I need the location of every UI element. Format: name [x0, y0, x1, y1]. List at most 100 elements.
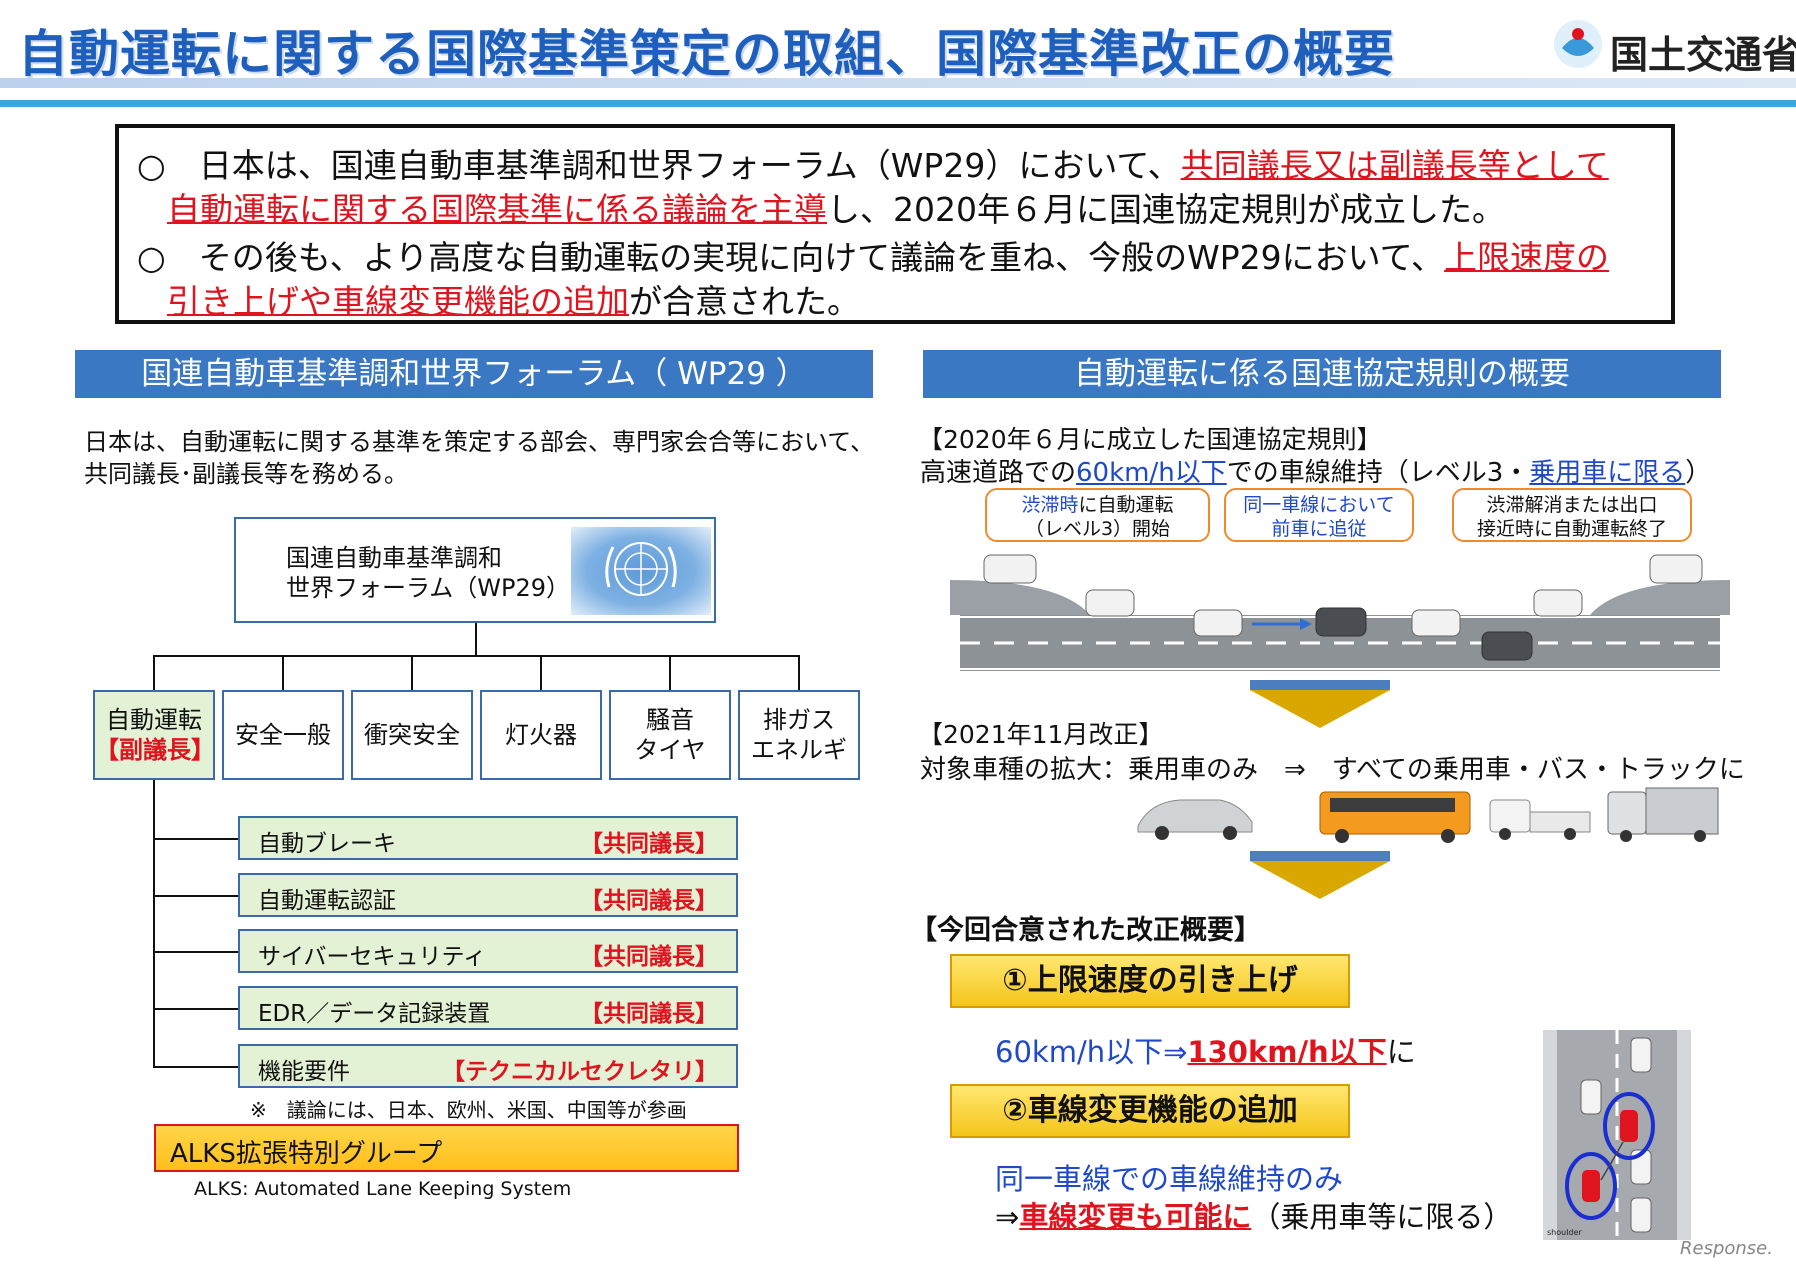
- lane-keep-only: 同一車線での車線維持のみ: [995, 1156, 1343, 1198]
- category-label: エネルギ: [751, 736, 847, 764]
- item-speed-increase: ①上限速度の引き上げ: [950, 954, 1350, 1008]
- regulation-section-header: 自動運転に係る国連協定規則の概要: [923, 350, 1721, 398]
- callout-follow: 同一車線において 前車に追従: [1224, 488, 1414, 542]
- summary-line-3: ○ その後も、より高度な自動運転の実現に向けて議論を重ね、今般のWP29において…: [137, 236, 1609, 280]
- speed-old: 60km/h以下⇒: [995, 1035, 1188, 1069]
- wp29-intro-line-1: 日本は、自動運転に関する基準を策定する部会、専門家会合等において、: [84, 428, 875, 456]
- reg2020-scope: 乗用車に限る: [1529, 458, 1686, 488]
- on-ramp: [950, 580, 1090, 615]
- subgroup-label: サイバーセキュリティ: [258, 944, 487, 970]
- flow-arrow-icon: [1250, 690, 1390, 728]
- subgroup-role: 【共同議長】: [580, 831, 718, 857]
- category-label: 排ガス: [763, 706, 835, 734]
- lane-old: 同一車線での車線維持のみ: [995, 1162, 1344, 1196]
- alks-group-label: ALKS拡張特別グループ: [170, 1139, 443, 1169]
- subgroup-label: 機能要件: [258, 1059, 350, 1085]
- subgroup-label: 自動ブレーキ: [258, 831, 396, 857]
- summary-highlight: 自動運転に関する国際基準に係る議論を主導: [167, 190, 827, 229]
- summary-line-4: 引き上げや車線変更機能の追加が合意された。: [167, 280, 860, 324]
- category-emissions-energy: 排ガス エネルギ: [738, 690, 860, 780]
- wp29-box-text: 国連自動車基準調和 世界フォーラム（WP29）: [286, 543, 570, 603]
- page-title: 自動運転に関する国際基準策定の取組、国際基準改正の概要: [18, 25, 1395, 83]
- summary-highlight: 共同議長又は副議長等として: [1180, 146, 1609, 185]
- connector-line: [153, 1066, 238, 1068]
- callout-text: （レベル3）開始: [1024, 518, 1171, 540]
- flow-arrow-bar: [1250, 851, 1390, 861]
- passenger-car-icon: [1137, 799, 1253, 833]
- reg2020-description: 高速道路での60km/h以下での車線維持（レベル3・乗用車に限る）: [920, 452, 1711, 489]
- un-emblem-icon: [571, 527, 711, 615]
- lane-change-enabled: ⇒車線変更も可能に（乗用車等に限る）: [995, 1194, 1512, 1236]
- subgroup-role: 【共同議長】: [580, 888, 718, 914]
- subgroup-label: 自動運転認証: [258, 888, 396, 914]
- category-label: 自動運転: [106, 706, 202, 734]
- summary-text: が合意された。: [629, 282, 860, 321]
- category-crash-safety: 衝突安全: [351, 690, 473, 780]
- speed-suffix: に: [1386, 1035, 1416, 1069]
- callout-text: 同一車線において: [1243, 494, 1395, 516]
- summary-box: ○ 日本は、国連自動車基準調和世界フォーラム（WP29）において、共同議長又は副…: [115, 124, 1675, 324]
- summary-text: ○ 日本は、国連自動車基準調和世界フォーラム（WP29）において、: [137, 146, 1181, 185]
- subgroup-ad-certification: 自動運転認証 【共同議長】: [238, 873, 738, 917]
- subgroup-label: EDR／データ記録装置: [258, 1001, 491, 1027]
- category-label: 衝突安全: [364, 721, 460, 749]
- category-label: タイヤ: [634, 736, 706, 764]
- watermark: Response.: [1680, 1238, 1773, 1259]
- wp29-box: 国連自動車基準調和 世界フォーラム（WP29）: [234, 517, 716, 623]
- summary-highlight: 上限速度の: [1444, 238, 1610, 277]
- highway-illustration: [950, 554, 1730, 671]
- connector-line: [411, 655, 413, 690]
- lane-new: 車線変更も可能に: [1019, 1200, 1252, 1234]
- title-underline-light: [0, 78, 1796, 88]
- rev2021-title: 【2021年11月改正】: [918, 720, 1164, 749]
- category-noise-tyres: 騒音 タイヤ: [609, 690, 731, 780]
- connector-line: [540, 655, 542, 690]
- lane-change-illustration: shoulder: [1543, 1030, 1691, 1240]
- summary-highlight: 引き上げや車線変更機能の追加: [167, 282, 629, 321]
- summary-line-1: ○ 日本は、国連自動車基準調和世界フォーラム（WP29）において、共同議長又は副…: [137, 144, 1609, 188]
- wp29-section-header: 国連自動車基準調和世界フォーラム（ WP29 ）: [75, 350, 873, 398]
- lane-scope: （乗用車等に限る）: [1251, 1200, 1513, 1234]
- category-label: 灯火器: [505, 721, 577, 749]
- flow-arrow-bar: [1250, 680, 1390, 690]
- callout-start: 渋滞時に自動運転 （レベル3）開始: [985, 488, 1210, 542]
- callout-text: 前車に追従: [1271, 518, 1367, 540]
- large-truck-icon: [1607, 791, 1647, 835]
- participation-note: ※ 議論には、日本、欧州、米国、中国等が参画: [250, 1098, 687, 1122]
- ministry-logo-icon: [1554, 20, 1602, 68]
- flow-arrow-icon: [1250, 861, 1390, 899]
- lane-arrow: ⇒: [995, 1200, 1020, 1234]
- connector-line: [153, 655, 800, 657]
- summary-line-2: 自動運転に関する国際基準に係る議論を主導し、2020年６月に国連協定規則が成立し…: [167, 188, 1505, 232]
- alks-group-box: ALKS拡張特別グループ: [154, 1124, 739, 1172]
- category-lighting: 灯火器: [480, 690, 602, 780]
- subgroup-role: 【テクニカルセクレタリ】: [442, 1059, 718, 1085]
- connector-line: [282, 655, 284, 690]
- subgroup-role: 【共同議長】: [580, 1001, 718, 1027]
- subgroup-functional-requirements: 機能要件 【テクニカルセクレタリ】: [238, 1044, 738, 1088]
- category-label: 騒音: [646, 706, 694, 734]
- summary-text: ○ その後も、より高度な自動運転の実現に向けて議論を重ね、今般のWP29において…: [137, 238, 1445, 277]
- reg2020-speed: 60km/h以下: [1076, 458, 1227, 488]
- callout-text: 渋滞解消または出口: [1486, 494, 1658, 516]
- small-truck-icon: [1489, 799, 1531, 833]
- summary-text: し、2020年６月に国連協定規則が成立した。: [827, 190, 1505, 229]
- vehicle-illustrations: [1137, 787, 1719, 843]
- rev2021-text: 対象車種の拡大：乗用車のみ ⇒ すべての乗用車・バス・トラックに: [920, 755, 1745, 785]
- reg2020-text: 高速道路での: [920, 458, 1077, 488]
- connector-line: [475, 623, 477, 656]
- shoulder-label: shoulder: [1547, 1228, 1582, 1237]
- connector-line: [153, 655, 155, 690]
- reg2020-text: ）: [1685, 458, 1712, 488]
- wp29-intro-line-2: 共同議長･副議長等を務める。: [84, 460, 408, 488]
- reg2020-title: 【2020年６月に成立した国連協定規則】: [918, 425, 1382, 454]
- wp29-line-2: 世界フォーラム（WP29）: [286, 574, 571, 602]
- alks-definition: ALKS: Automated Lane Keeping System: [194, 1178, 572, 1200]
- connector-line: [153, 1008, 238, 1010]
- connector-line: [153, 838, 238, 840]
- off-ramp: [1590, 580, 1730, 615]
- speed-new: 130km/h以下: [1187, 1035, 1387, 1069]
- agreed-title: 【今回合意された改正概要】: [910, 915, 1261, 946]
- category-role: 【副議長】: [95, 736, 215, 764]
- connector-line: [153, 895, 238, 897]
